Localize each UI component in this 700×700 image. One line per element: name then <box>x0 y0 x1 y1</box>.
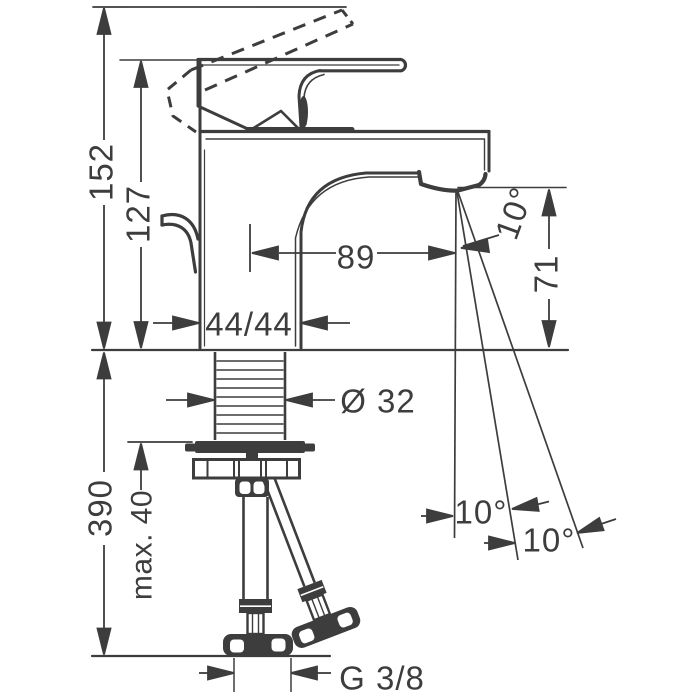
dim-71-line <box>541 189 557 348</box>
faucet-outline <box>160 8 491 350</box>
dim-label-connection-thread: G 3/8 <box>339 660 425 697</box>
dim-89-line <box>249 224 456 272</box>
dim-label-hose-length: 390 <box>82 479 119 537</box>
dim-angle-top-line <box>460 234 500 254</box>
dim-label-spray-angle-top: 10° <box>488 182 541 244</box>
aerator-outlet <box>416 169 488 193</box>
supply-hose-angled <box>262 476 361 648</box>
dimension-labels: 152 127 390 max. 40 44/44 Ø 32 89 71 10°… <box>82 143 576 697</box>
lever-raised-dashed <box>165 8 355 134</box>
dimension-lines <box>96 7 617 692</box>
lever-handle <box>196 57 408 132</box>
dim-label-spray-angle-outer: 10° <box>523 522 576 559</box>
dim-390-line <box>96 352 112 655</box>
pop-up-rod <box>160 213 200 274</box>
dim-label-spout-height: 71 <box>528 255 565 294</box>
flange-washer <box>185 441 315 460</box>
dim-label-spout-reach: 89 <box>337 239 376 276</box>
dim-127-line <box>133 60 149 349</box>
supply-hose-straight <box>223 497 293 656</box>
dim-152-line <box>96 7 112 349</box>
dim-angle-outer-line <box>484 516 617 551</box>
threaded-shank <box>213 352 287 440</box>
dim-angle-mid-line <box>421 496 550 524</box>
dim-label-handle-height: 127 <box>120 185 157 243</box>
dim-label-spray-angle-mid: 10° <box>455 494 508 531</box>
dim-dia32-line <box>166 392 335 408</box>
hose-coupling-block <box>235 478 269 497</box>
body-and-spout <box>198 58 491 350</box>
dim-label-max-counter-thickness: max. 40 <box>126 490 159 600</box>
dim-label-overall-height: 152 <box>83 143 120 201</box>
dim-max40-line <box>133 443 149 490</box>
dim-4444-line <box>153 315 350 331</box>
mounting-nut <box>192 458 301 480</box>
dim-g38-line <box>199 658 331 692</box>
dim-label-shank-diameter: Ø 32 <box>340 383 416 420</box>
mounting-assembly <box>185 352 315 497</box>
reference-lines <box>90 6 570 658</box>
dim-label-body-section: 44/44 <box>205 306 293 343</box>
